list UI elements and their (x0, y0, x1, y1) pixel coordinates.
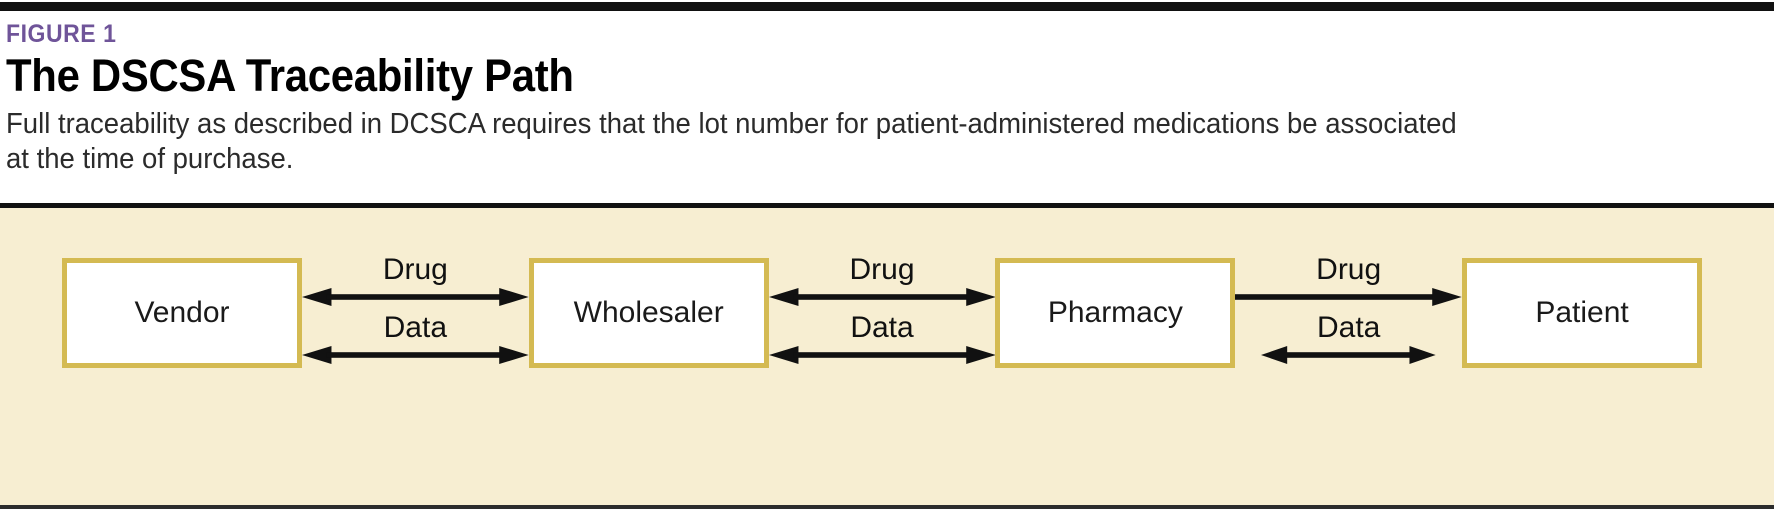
lane-label-drug-1: Drug (382, 253, 448, 286)
node-pharmacy: Pharmacy (995, 258, 1236, 368)
lane-data-3: Data (1235, 312, 1462, 364)
lane-label-data-1: Data (383, 311, 448, 344)
node-label-wholesaler: Wholesaler (573, 296, 724, 329)
double-arrow-icon-drug-2 (768, 286, 996, 308)
lane-label-data-3: Data (1316, 311, 1381, 344)
lane-label-data-2: Data (850, 311, 914, 344)
lane-data-1: Data (302, 312, 529, 364)
lane-label-drug-2: Drug (849, 253, 915, 286)
single-arrow-icon-drug-3 (1235, 286, 1463, 308)
double-arrow-icon-data-2 (768, 344, 996, 366)
diagram-panel: Vendor Drug Data (0, 208, 1774, 507)
lane-data-2: Data (768, 311, 996, 366)
lane-drug-3: Drug (1235, 253, 1463, 308)
lane-label-drug-3: Drug (1316, 253, 1382, 286)
header-divider-rule (0, 203, 1774, 208)
lane-drug-2: Drug (768, 253, 996, 308)
connector-pharmacy-patient: Drug Data (1235, 254, 1463, 368)
connector-vendor-wholesaler: Drug Data (302, 254, 529, 368)
lane-drug-1: Drug (302, 254, 529, 306)
bottom-divider-rule (0, 505, 1774, 509)
figure-header: FIGURE 1 The DSCSA Traceability Path Ful… (6, 20, 1766, 177)
double-arrow-icon-data-1 (302, 344, 529, 366)
node-vendor: Vendor (62, 258, 302, 368)
node-label-pharmacy: Pharmacy (1047, 296, 1183, 329)
node-patient: Patient (1462, 258, 1703, 368)
figure-label: FIGURE 1 (6, 20, 117, 48)
figure-title: The DSCSA Traceability Path (6, 50, 574, 101)
node-label-patient: Patient (1535, 296, 1629, 329)
connector-wholesaler-pharmacy: Drug Data (768, 254, 996, 368)
double-arrow-icon-drug-1 (302, 286, 529, 308)
traceability-flow: Vendor Drug Data (62, 254, 1703, 368)
top-divider-rule (0, 2, 1774, 11)
double-arrow-icon-data-3 (1261, 344, 1437, 366)
figure-description: Full traceability as described in DCSCA … (6, 108, 1457, 175)
node-wholesaler: Wholesaler (528, 258, 769, 368)
node-label-vendor: Vendor (134, 296, 230, 329)
